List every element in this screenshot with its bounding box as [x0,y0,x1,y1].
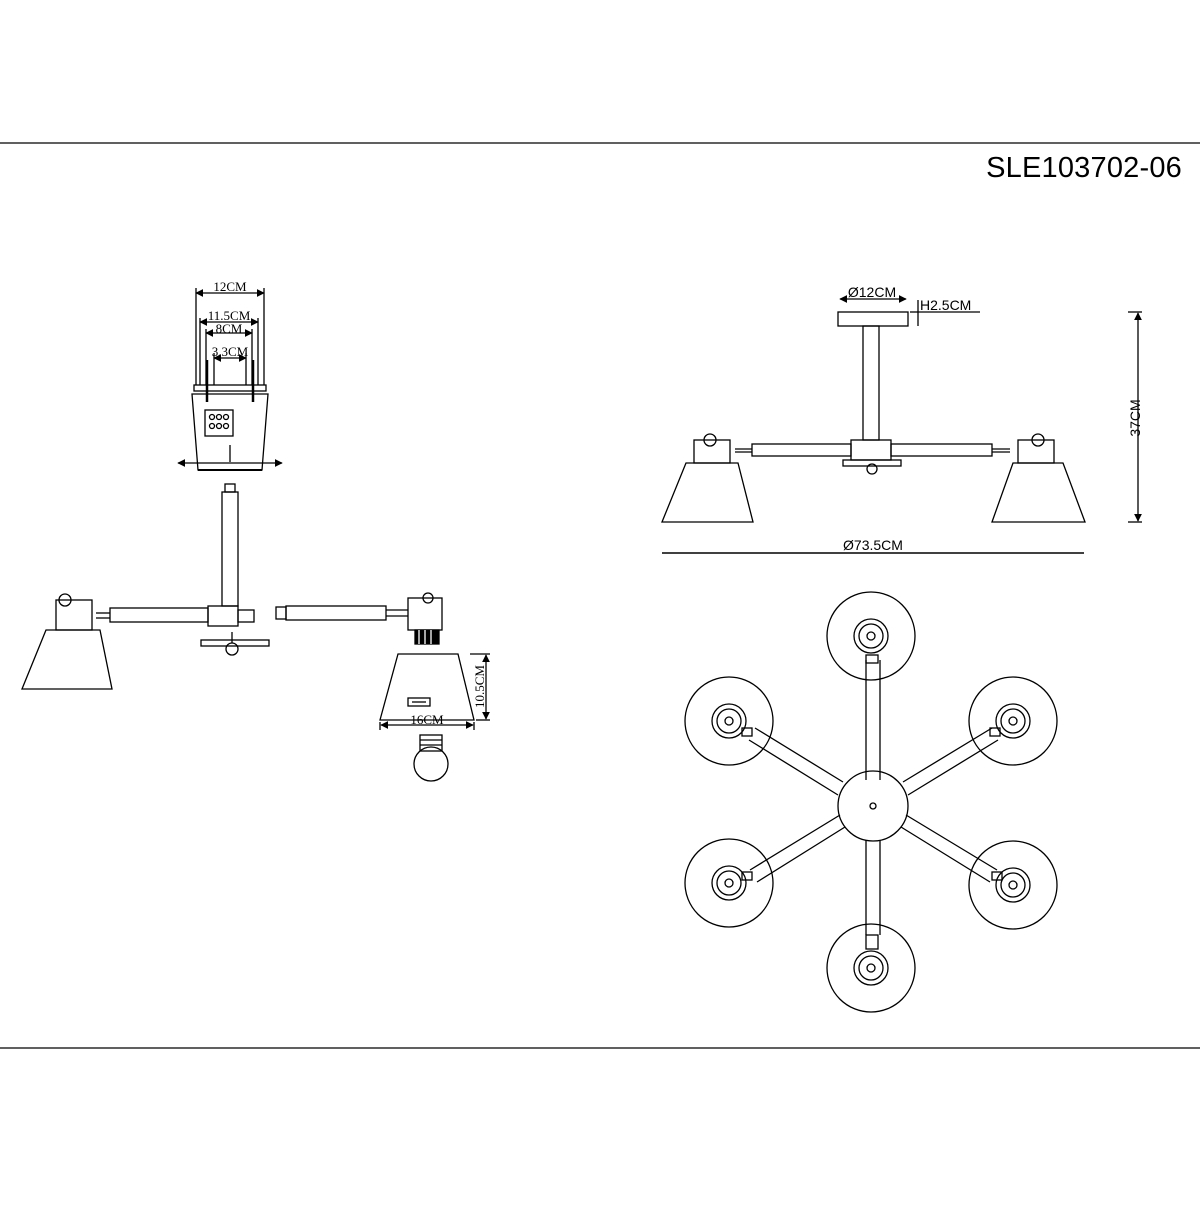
dim-shade-diameter: 16CM [410,712,444,727]
dim-canopy-height: H2.5CM [920,297,971,313]
top-plan-drawing [684,591,1058,1013]
side-elevation-drawing [661,295,1142,554]
model-number: SLE103702-06 [986,152,1182,184]
dim-total-diameter: Ø73.5CM [843,537,903,553]
dim-hole-spacing: 8CM [216,321,243,336]
mounting-bracket-drawing [177,288,283,471]
dim-bracket-inner: 11.5CM [208,308,251,323]
dim-shade-height: 10.5CM [472,665,487,708]
dim-total-height: 37CM [1127,399,1143,436]
dim-canopy-diameter: Ø12CM [848,284,896,300]
exploded-assembly-drawing [21,483,490,782]
dim-screw-spacing: 3.3CM [212,344,249,359]
dim-bracket-width: 12CM [213,279,247,294]
